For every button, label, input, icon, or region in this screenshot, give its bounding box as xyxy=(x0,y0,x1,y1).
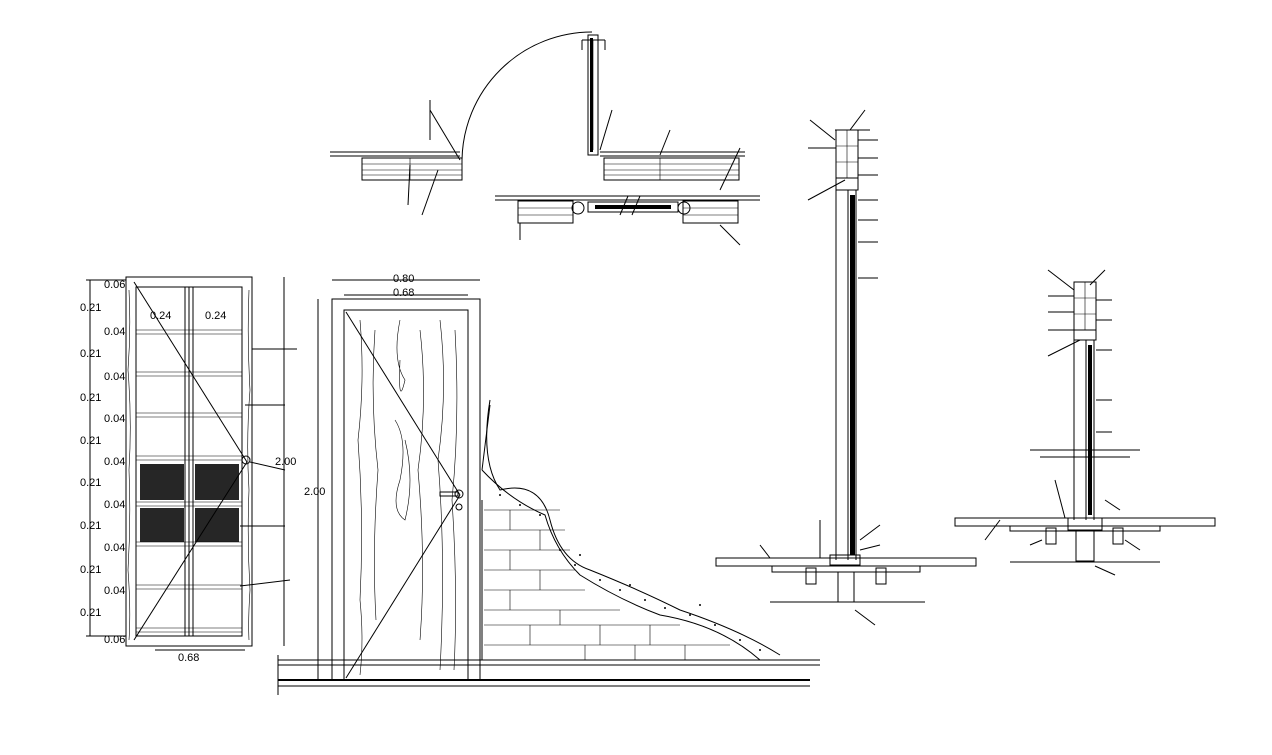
dim-row-10: 0.04 xyxy=(104,499,125,511)
dim-row-12: 0.04 xyxy=(104,542,125,554)
dim-frame-width: 0.80 xyxy=(393,273,414,285)
dim-panel-door-height: 2.00 xyxy=(275,456,296,468)
dim-panel-width-left: 0.24 xyxy=(150,310,171,322)
door-vertical-section-1 xyxy=(715,109,977,626)
dim-panel-width-right: 0.24 xyxy=(205,310,226,322)
dim-panel-door-width: 0.68 xyxy=(178,652,199,664)
dim-row-3: 0.21 xyxy=(80,348,101,360)
dim-row-5: 0.21 xyxy=(80,392,101,404)
dim-row-15: 0.21 xyxy=(80,607,101,619)
dim-row-13: 0.21 xyxy=(80,564,101,576)
brick-wall-hatch xyxy=(484,509,730,660)
dim-row-8: 0.04 xyxy=(104,456,125,468)
dim-row-14: 0.04 xyxy=(104,585,125,597)
dim-row-9: 0.21 xyxy=(80,477,101,489)
dim-top-stile: 0.06 xyxy=(104,279,125,291)
dim-bottom-stile: 0.06 xyxy=(104,634,125,646)
dim-leaf-width: 0.68 xyxy=(393,287,414,299)
dim-row-6: 0.04 xyxy=(104,413,125,425)
dim-row-4: 0.04 xyxy=(104,371,125,383)
dim-row-7: 0.21 xyxy=(80,435,101,447)
dim-row-1: 0.21 xyxy=(80,302,101,314)
dim-row-11: 0.21 xyxy=(80,520,101,532)
panel-door-elevation xyxy=(86,276,297,651)
dim-row-2: 0.04 xyxy=(104,326,125,338)
panel-door-dimensions: 0.06 0.21 0.04 0.21 0.04 0.21 0.04 0.21 … xyxy=(80,279,296,664)
door-plan-view xyxy=(330,31,760,246)
door-vertical-section-2 xyxy=(954,269,1216,576)
plaster-stipple xyxy=(499,494,761,651)
dim-plain-door-height: 2.00 xyxy=(304,486,325,498)
plain-door-elevation xyxy=(277,279,820,695)
plain-door-dimensions: 0.80 0.68 2.00 xyxy=(304,273,414,498)
